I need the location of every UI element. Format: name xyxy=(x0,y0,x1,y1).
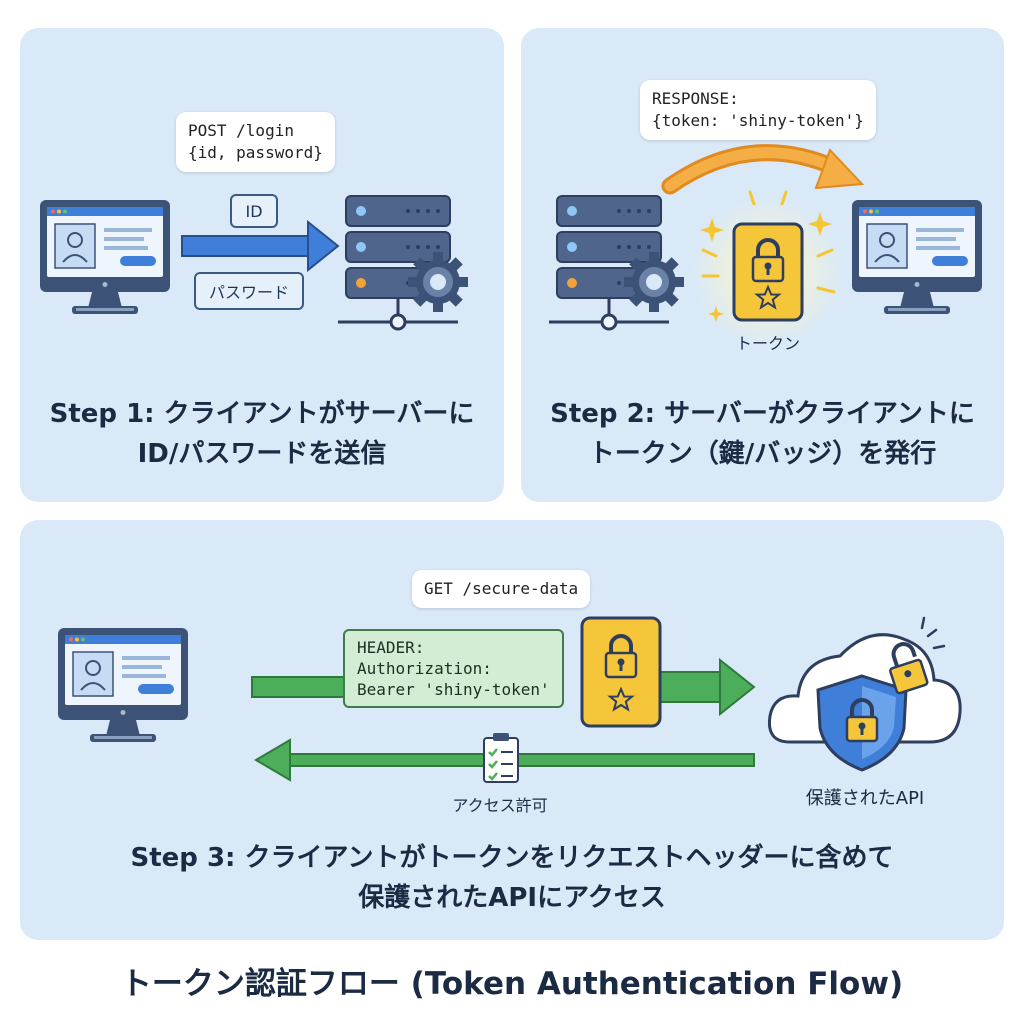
token-card-icon xyxy=(580,616,662,728)
header-line: Bearer 'shiny-token' xyxy=(357,680,550,699)
sparkle-icon xyxy=(700,212,832,322)
clipboard-check-icon xyxy=(483,733,519,783)
access-granted-label: アクセス許可 xyxy=(452,796,548,815)
header-line: HEADER: xyxy=(357,638,425,657)
response-line: RESPONSE: xyxy=(652,89,739,108)
caption-line: ID/パスワードを送信 xyxy=(137,439,387,469)
client-monitor-icon xyxy=(39,199,171,315)
gear-icon xyxy=(624,252,684,312)
protected-api-label: 保護されたAPI xyxy=(805,788,925,809)
authorization-header-box: HEADER: Authorization: Bearer 'shiny-tok… xyxy=(343,629,564,708)
shield-icon xyxy=(816,674,908,772)
request-line: POST /login xyxy=(188,121,294,140)
client-monitor-icon xyxy=(57,627,189,743)
request-line: {id, password} xyxy=(188,143,323,162)
step2-caption: Step 2: サーバーがクライアントに トークン（鍵/バッジ）を発行 xyxy=(521,394,1004,474)
open-lock-icon xyxy=(889,642,929,695)
caption-line: Step 3: クライアントがトークンをリクエストヘッダーに含めて xyxy=(130,843,894,873)
blue-arrow-icon xyxy=(181,219,340,273)
page-title: トークン認証フロー (Token Authentication Flow) xyxy=(120,966,904,1002)
step3-caption: Step 3: クライアントがトークンをリクエストヘッダーに含めて 保護されたA… xyxy=(20,838,1004,918)
token-label: トークン xyxy=(735,334,800,353)
secure-data-request-bubble: GET /secure-data xyxy=(412,570,591,608)
response-line: {token: 'shiny-token'} xyxy=(652,111,864,130)
token-card-icon xyxy=(732,222,804,322)
login-request-bubble: POST /login {id, password} xyxy=(176,112,335,172)
gear-icon xyxy=(408,252,468,312)
caption-line: Step 2: サーバーがクライアントに xyxy=(550,399,975,429)
header-line: Authorization: xyxy=(357,659,492,678)
caption-line: 保護されたAPIにアクセス xyxy=(358,883,666,913)
caption-line: トークン（鍵/バッジ）を発行 xyxy=(588,439,937,469)
password-tag: パスワード xyxy=(194,272,304,310)
caption-line: Step 1: クライアントがサーバーに xyxy=(49,399,475,429)
step1-caption: Step 1: クライアントがサーバーに ID/パスワードを送信 xyxy=(20,394,504,474)
client-monitor-icon xyxy=(851,199,983,315)
id-tag: ID xyxy=(230,194,278,228)
green-arrow-right-icon xyxy=(251,657,756,717)
token-response-bubble: RESPONSE: {token: 'shiny-token'} xyxy=(640,80,876,140)
orange-arrow-icon xyxy=(664,147,842,192)
